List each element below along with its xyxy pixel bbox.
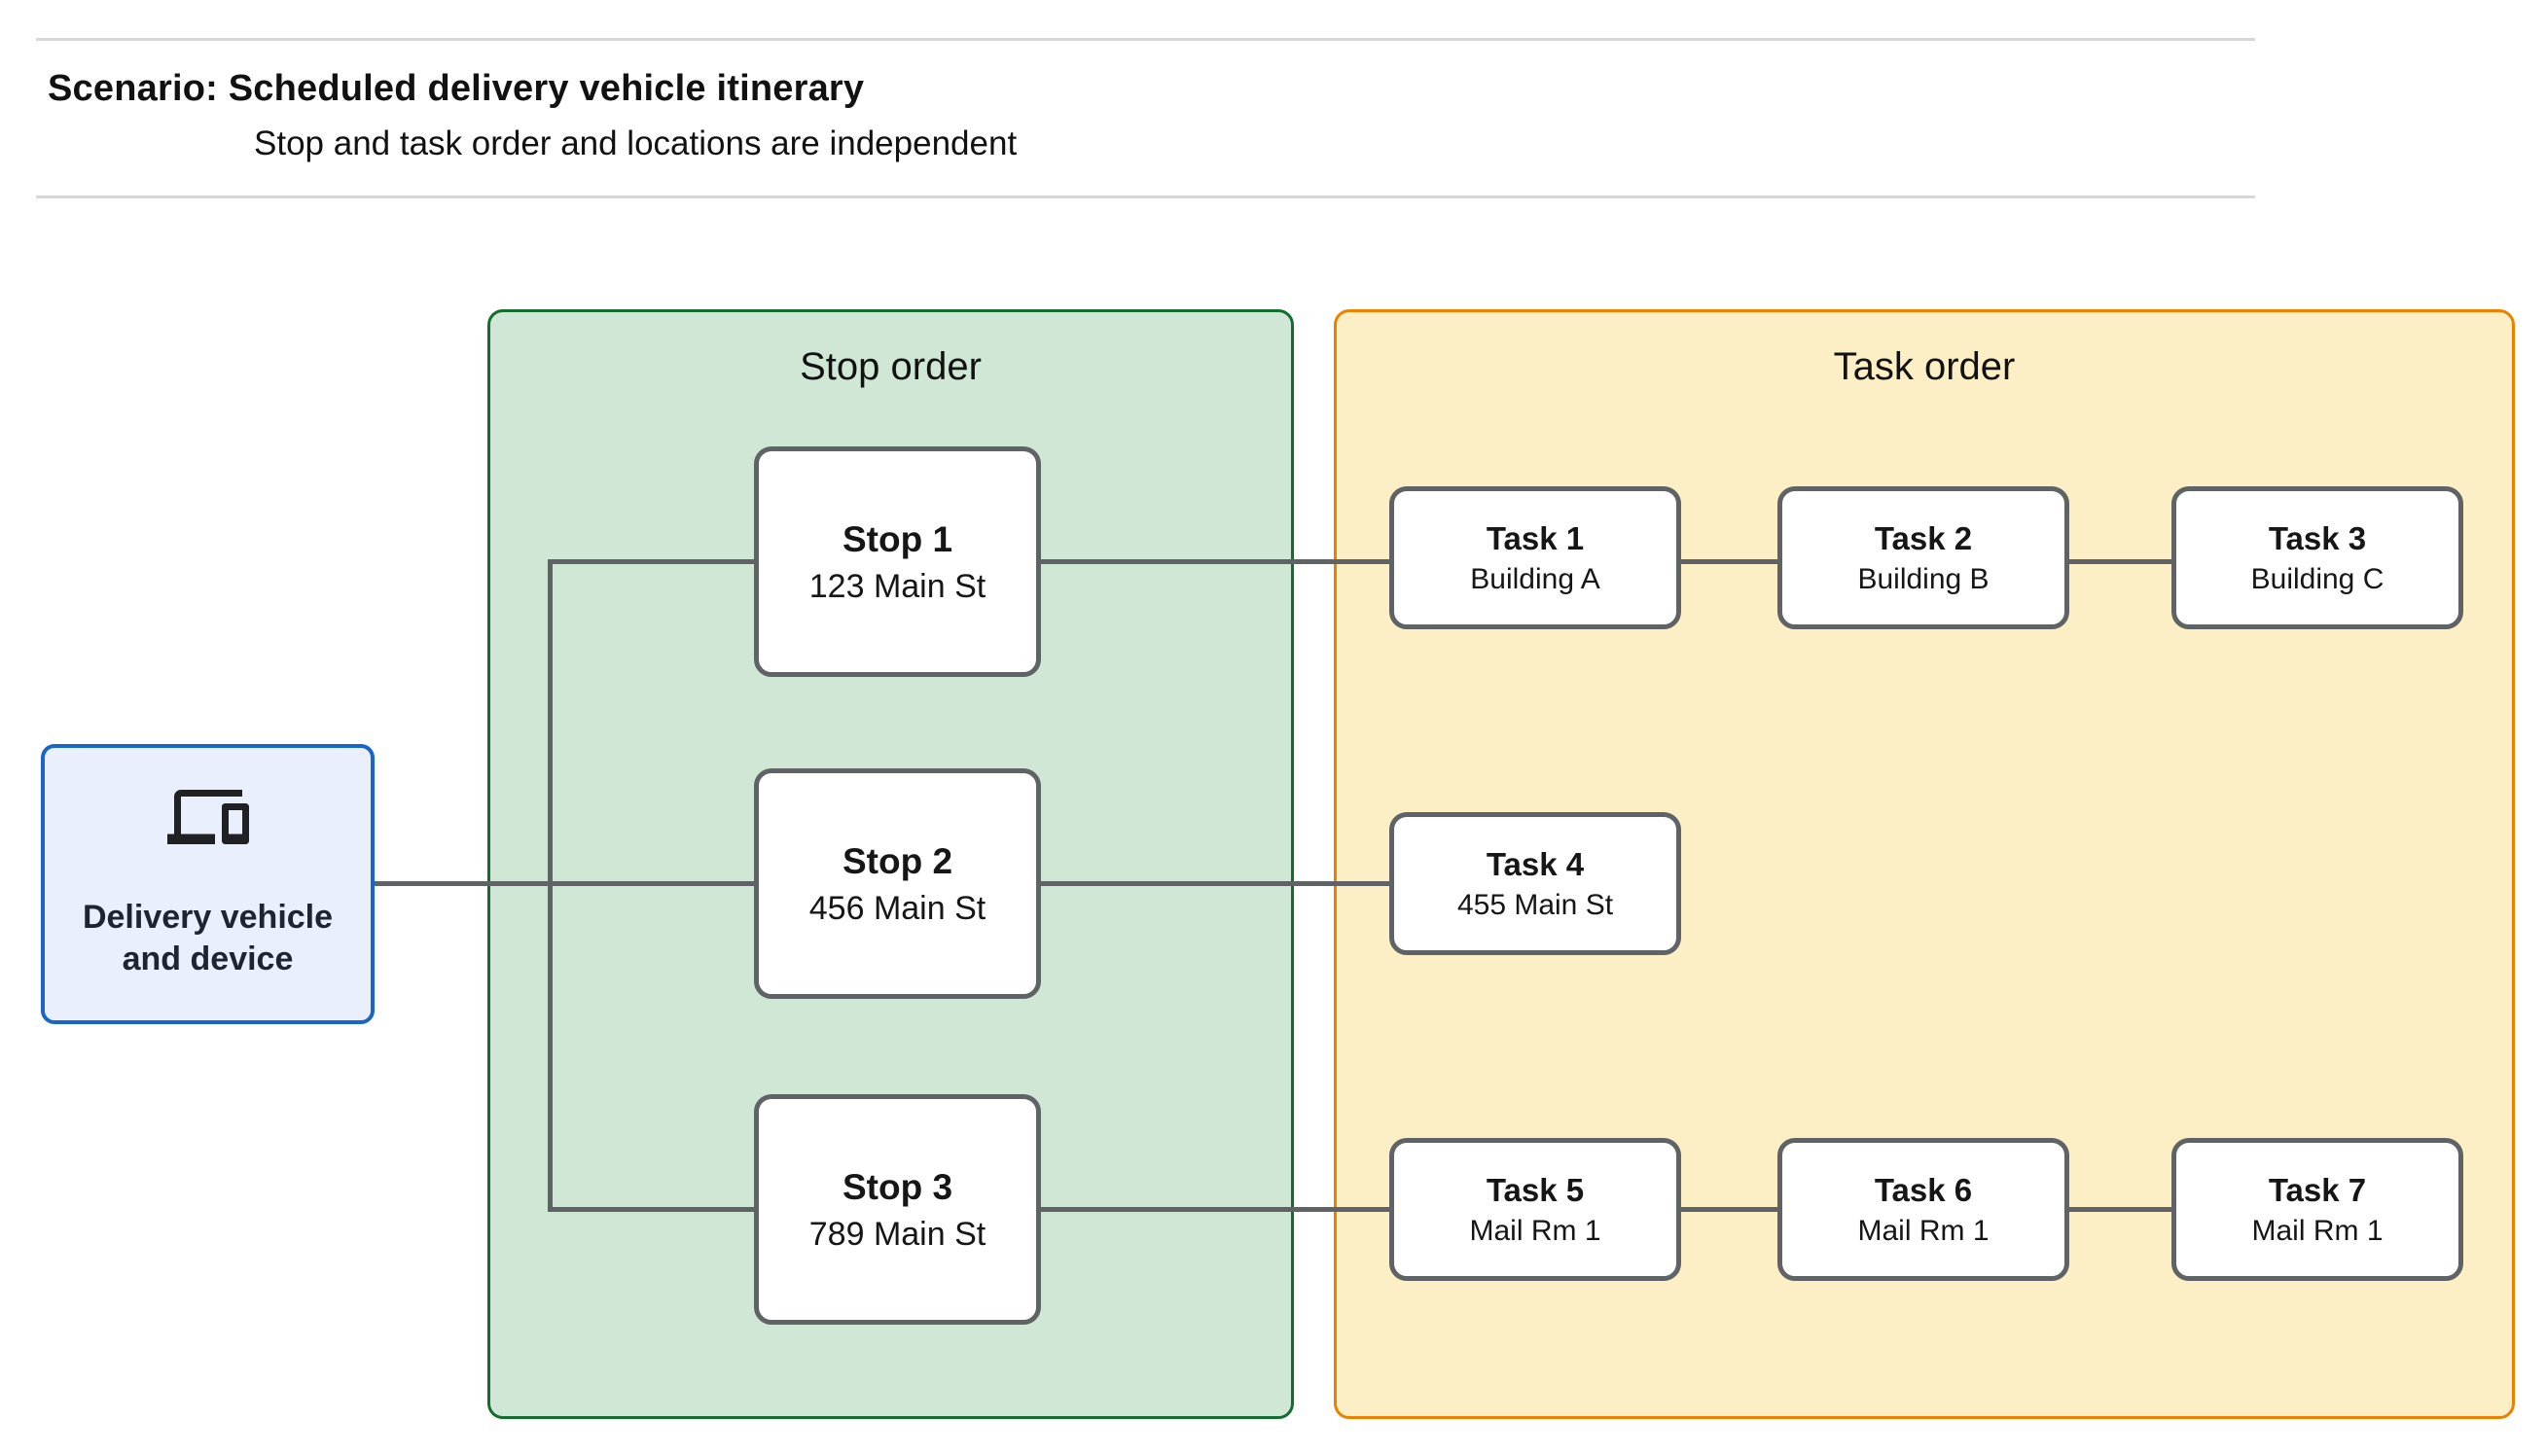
stop-1-title: Stop 1 [842,518,953,559]
task-5-node: Task 5 Mail Rm 1 [1389,1138,1681,1281]
connector-task2-to-task3 [2066,559,2175,564]
page-subtitle: Stop and task order and locations are in… [254,124,1018,162]
task-6-location: Mail Rm 1 [1857,1214,1990,1247]
stop-2-node: Stop 2 456 Main St [754,768,1041,999]
task-2-location: Building B [1857,562,1990,595]
connector-task6-to-task7 [2066,1207,2175,1212]
task-3-title: Task 3 [2268,519,2367,556]
header-bottom-rule [36,195,2255,198]
stop-order-panel-label: Stop order [800,345,982,388]
connector-stop3-to-task5 [1037,1207,1391,1212]
task-5-location: Mail Rm 1 [1469,1214,1601,1247]
connector-task1-to-task2 [1679,559,1780,564]
task-4-node: Task 4 455 Main St [1389,812,1681,955]
task-4-title: Task 4 [1486,845,1585,882]
task-2-title: Task 2 [1874,519,1973,556]
header-top-rule [36,38,2255,41]
devices-icon [166,788,249,846]
task-2-node: Task 2 Building B [1777,486,2069,629]
connector-vehicle-to-stop2 [373,881,754,886]
delivery-vehicle-label: Delivery vehicle and device [82,899,334,977]
task-6-node: Task 6 Mail Rm 1 [1777,1138,2069,1281]
task-4-location: 455 Main St [1456,888,1614,921]
stop-3-address: 789 Main St [808,1215,986,1253]
task-7-location: Mail Rm 1 [2251,1214,2384,1247]
stop-2-address: 456 Main St [808,889,986,927]
task-7-node: Task 7 Mail Rm 1 [2171,1138,2463,1281]
connector-stop1-to-task1 [1037,559,1391,564]
connector-task5-to-task6 [1679,1207,1780,1212]
connector-trunk-to-stop1 [548,559,754,564]
task-3-node: Task 3 Building C [2171,486,2463,629]
task-7-title: Task 7 [2268,1171,2367,1208]
delivery-vehicle-node: Delivery vehicle and device [41,744,375,1024]
task-1-title: Task 1 [1486,519,1585,556]
stop-1-node: Stop 1 123 Main St [754,446,1041,677]
connector-trunk-to-stop3 [548,1207,754,1212]
stop-3-title: Stop 3 [842,1166,953,1207]
task-3-location: Building C [2250,562,2385,595]
stop-1-address: 123 Main St [808,567,986,605]
stop-3-node: Stop 3 789 Main St [754,1094,1041,1325]
page-title: Scenario: Scheduled delivery vehicle iti… [48,68,865,109]
stop-2-title: Stop 2 [842,840,953,881]
task-5-title: Task 5 [1486,1171,1585,1208]
task-1-location: Building A [1470,562,1600,595]
task-order-panel-label: Task order [1833,345,2016,388]
task-1-node: Task 1 Building A [1389,486,1681,629]
connector-stop2-to-task4 [1037,881,1391,886]
task-6-title: Task 6 [1874,1171,1973,1208]
